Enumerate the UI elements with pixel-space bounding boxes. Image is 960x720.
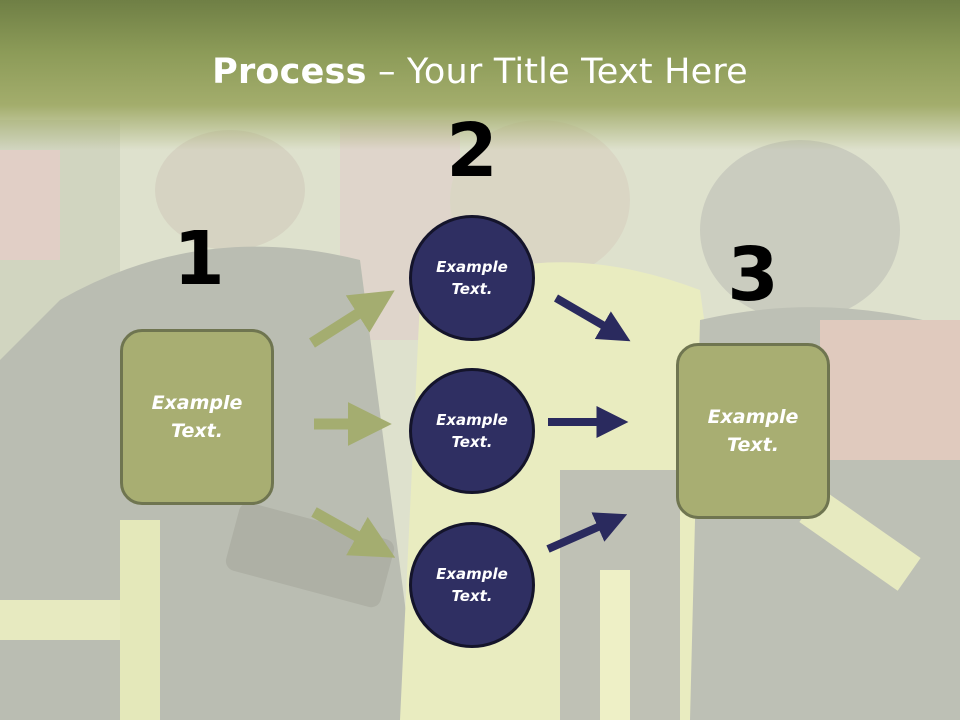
title-band	[0, 0, 960, 150]
left-box: Example Text.	[120, 329, 274, 505]
circle-top: Example Text.	[409, 215, 535, 341]
circle-middle: Example Text.	[409, 368, 535, 494]
circle-bottom: Example Text.	[409, 522, 535, 648]
right-box-text: Example Text.	[707, 405, 799, 457]
step-number-2: 2	[446, 108, 498, 194]
circle-middle-text: Example Text.	[436, 410, 508, 452]
right-box: Example Text.	[676, 343, 830, 519]
circle-top-text: Example Text.	[436, 257, 508, 299]
slide-title: Process – Your Title Text Here	[0, 52, 960, 92]
title-rest: – Your Title Text Here	[366, 52, 748, 92]
step-number-3: 3	[727, 232, 779, 318]
step-number-1: 1	[173, 216, 225, 302]
left-box-text: Example Text.	[151, 391, 243, 443]
title-bold: Process	[212, 52, 367, 92]
circle-bottom-text: Example Text.	[436, 564, 508, 606]
